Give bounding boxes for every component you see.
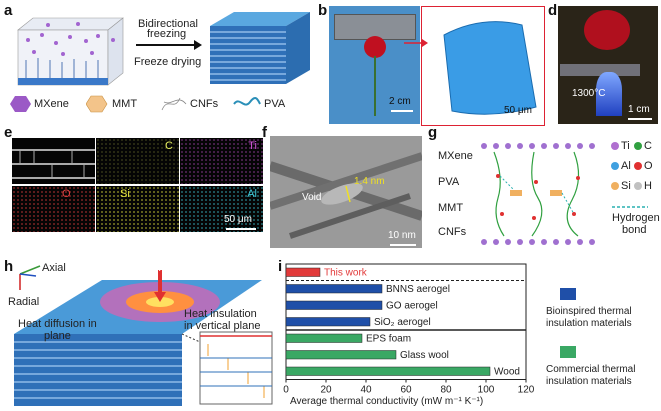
axis-icon — [19, 265, 41, 290]
heat-transfer-illustration — [14, 270, 273, 406]
panel-i-label: i — [278, 258, 283, 275]
bar-label-5: Glass wool — [400, 350, 449, 361]
scale-f: 10 nm — [388, 230, 416, 241]
hbond-text-2: bond — [622, 224, 647, 236]
eds-map-o: O — [12, 186, 95, 232]
panel-e-label: e — [4, 124, 13, 141]
legend-cnfs: CNFs — [190, 98, 219, 110]
scale-b: 2 cm — [389, 96, 411, 107]
panel-g-label: g — [428, 124, 438, 141]
bar-label-1: BNNS aerogel — [386, 284, 450, 295]
bar-label-0: This work — [324, 268, 368, 279]
panel-a-label: a — [4, 2, 13, 19]
eds-map-al: Al 50 μm — [180, 186, 263, 232]
bar-glass-wool — [285, 350, 397, 360]
hexagon-icon — [10, 96, 31, 112]
chart-xlabel: Average thermal conductivity (mW m⁻¹ K⁻¹… — [290, 396, 484, 407]
hexagon-icon — [86, 95, 108, 113]
panel-h-label: h — [4, 258, 14, 275]
tick-label-100: 100 — [478, 385, 495, 396]
g-label-pva: PVA — [438, 176, 460, 188]
legend-com-1: Commercial thermal — [546, 364, 636, 375]
tick-label-60: 60 — [400, 385, 412, 396]
panel-d-label: d — [548, 2, 558, 19]
scale-c: 50 μm — [504, 105, 532, 116]
legend-com-2: insulation materials — [546, 376, 632, 387]
legend-pva: PVA — [264, 98, 286, 110]
fiber-icon — [161, 97, 187, 111]
panel-b-label: b — [318, 2, 328, 19]
scale-e: 50 μm — [224, 214, 252, 225]
bar-label-3: SiO₂ aerogel — [374, 317, 431, 328]
tick-label-40: 40 — [360, 385, 372, 396]
tick-label-120: 120 — [518, 385, 535, 396]
legend-bio-2: insulation materials — [546, 318, 632, 329]
tem-image-f: Void 1.4 nm 10 nm — [270, 136, 422, 248]
suspension-cube-illustration — [17, 17, 124, 86]
insulation-label-2: in vertical plane — [184, 320, 261, 332]
bar-wood — [285, 366, 491, 376]
eds-map-sem — [12, 138, 95, 184]
bar-label-6: Wood — [494, 367, 520, 378]
g-label-mmt: MMT — [438, 202, 464, 214]
bar-go-aerogel — [285, 300, 383, 310]
bar-eps-foam — [285, 333, 363, 343]
process-arrow-icon — [136, 40, 202, 50]
diffusion-label-2: plane — [44, 330, 71, 342]
panel-f-label: f — [262, 124, 267, 141]
legend-bio-1: Bioinspired thermal — [546, 306, 632, 317]
g-legend: Ti C Al O Si H Hydrogen bond — [611, 140, 660, 236]
flame-photo-d: 1300°C 1 cm — [558, 6, 658, 124]
heat-in-label: Heat in — [126, 262, 161, 274]
g-label-mxene: MXene — [438, 150, 473, 162]
wave-icon — [233, 97, 261, 106]
hbond-text: Hydrogen — [612, 212, 660, 224]
legend-mxene: MXene — [34, 98, 69, 110]
tick-label-20: 20 — [320, 385, 332, 396]
legend-mmt: MMT — [112, 98, 138, 110]
ct-render-c: 50 μm — [421, 6, 545, 126]
diffusion-label-1: Heat diffusion in — [18, 318, 97, 330]
insulation-label-1: Heat insulation — [184, 308, 257, 320]
legend-bio-swatch — [560, 288, 576, 300]
g-label-cnfs: CNFs — [438, 226, 467, 238]
bar-label-4: EPS foam — [366, 334, 411, 345]
molecular-structure-diagram — [481, 143, 595, 245]
eds-map-si: Si — [96, 186, 179, 232]
tick-label-0: 0 — [283, 385, 289, 396]
arrow-text-bidirectional: Bidirectional — [138, 18, 198, 30]
legend-com-swatch — [560, 346, 576, 358]
bar-this-work — [285, 267, 321, 277]
eds-map-ti: Ti — [180, 138, 263, 184]
layered-aerogel-illustration — [210, 12, 310, 84]
arrow-text-freezing-visible: freezing — [147, 28, 187, 40]
void-label: Void — [302, 192, 322, 203]
bar-bnns-aerogel — [285, 284, 383, 294]
arrow-right-icon — [404, 39, 428, 47]
spacing-label: 1.4 nm — [354, 176, 385, 187]
tick-label-80: 80 — [440, 385, 452, 396]
bar-label-2: GO aerogel — [386, 301, 438, 312]
arrow-text-freeze-drying: Freeze drying — [134, 56, 202, 68]
temp-d: 1300°C — [572, 88, 606, 99]
axial-label: Axial — [42, 262, 66, 274]
scale-d: 1 cm — [628, 104, 650, 115]
radial-label: Radial — [8, 296, 40, 308]
bar-sio2-aerogel — [285, 317, 371, 327]
eds-map-c: C — [96, 138, 179, 184]
rose-photo-b: 2 cm — [329, 6, 420, 124]
